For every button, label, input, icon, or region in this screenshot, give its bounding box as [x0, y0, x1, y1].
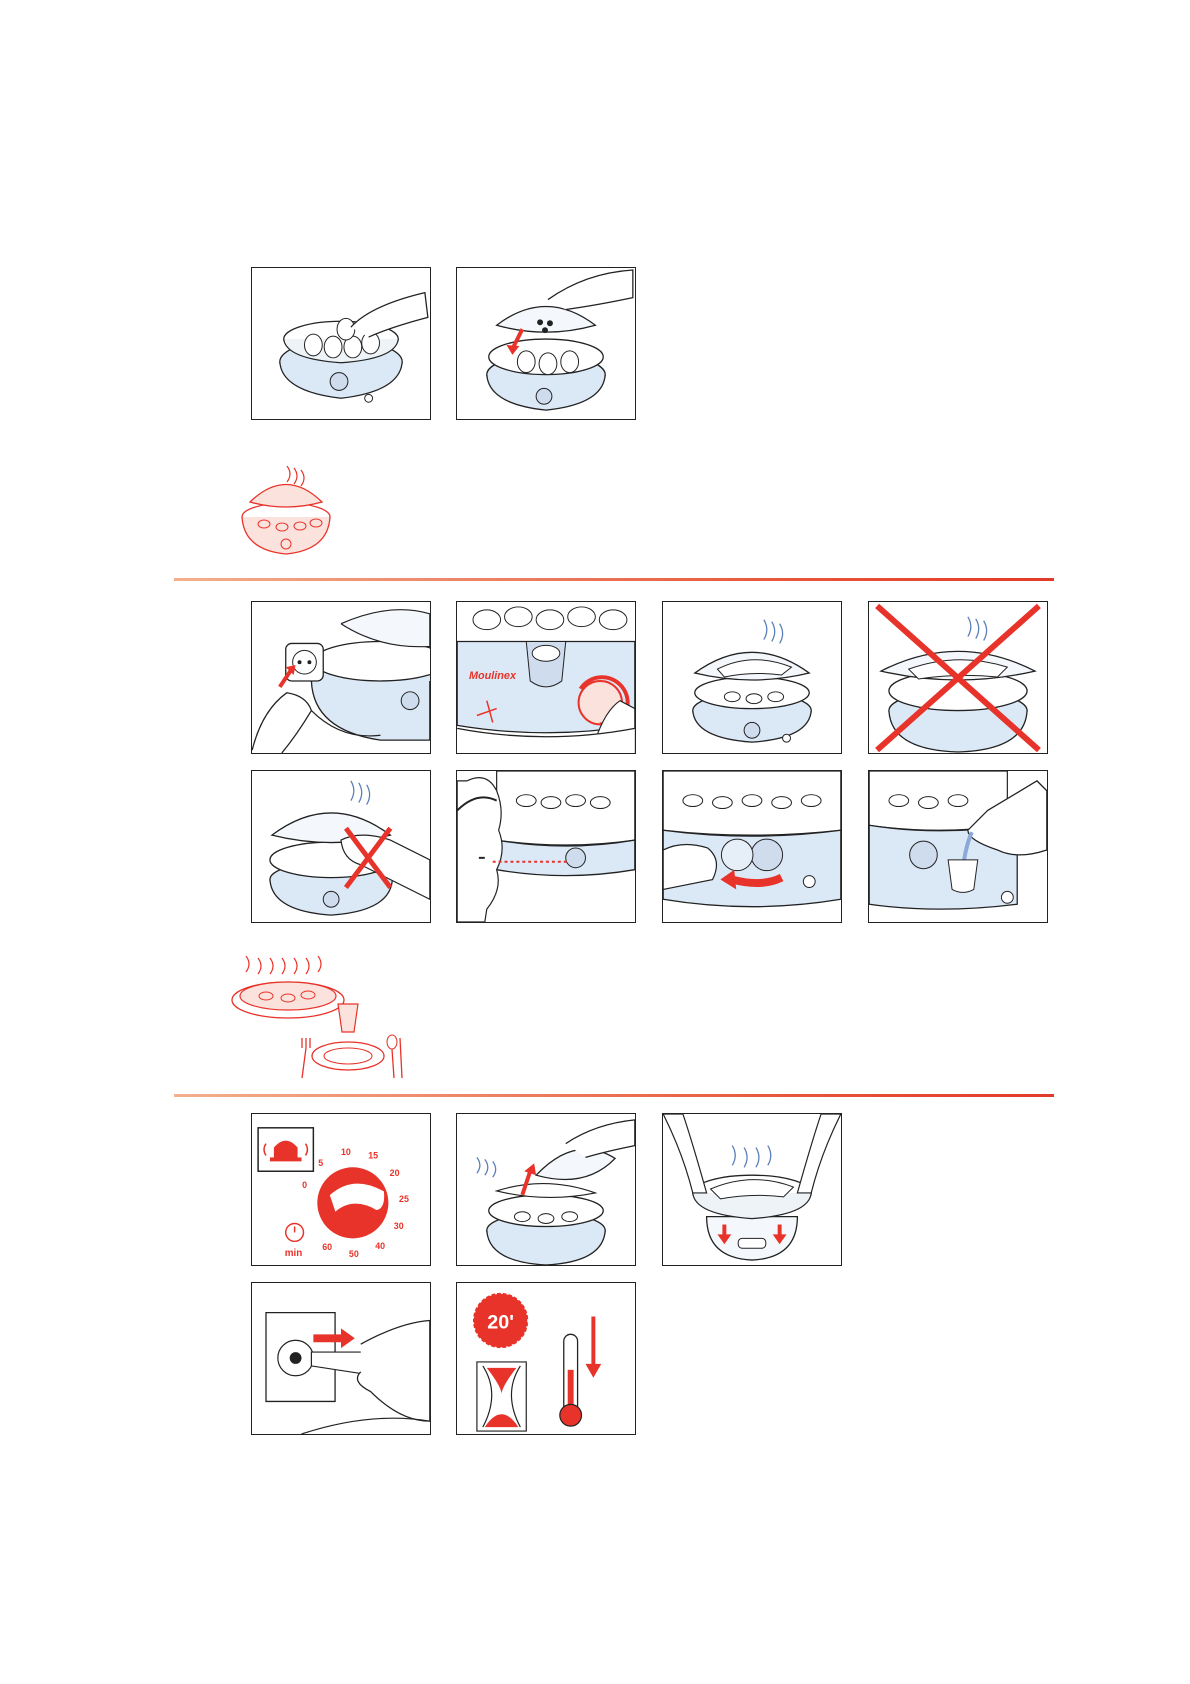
step-refill-water — [868, 770, 1048, 923]
step-remove-baskets — [662, 1113, 842, 1266]
step-check-water-level — [456, 770, 636, 923]
timer-mark: 50 — [349, 1249, 359, 1259]
step-lift-lid-after-cooking — [456, 1113, 636, 1266]
step-unplug — [251, 1282, 431, 1435]
section-divider-2 — [174, 1094, 1054, 1097]
step-cool-down-20min: 20' — [456, 1282, 636, 1435]
timer-mark: 15 — [368, 1151, 378, 1161]
step-do-not-lift-lid-warning — [868, 601, 1048, 754]
timer-mark: 60 — [322, 1242, 332, 1252]
brand-wordmark: Moulinex — [469, 670, 517, 682]
steamer-lid-illustration — [457, 268, 635, 419]
timer-mark: 5 — [318, 1158, 323, 1168]
timer-mark: 40 — [375, 1241, 385, 1251]
step-timer-dial: 0 5 10 15 20 25 30 40 50 60 min — [251, 1113, 431, 1266]
step-plug-in — [251, 601, 431, 754]
steamer-eggs-illustration — [252, 268, 430, 419]
step-steam-cooking — [662, 601, 842, 754]
timer-mark: 25 — [399, 1194, 409, 1204]
timer-unit-label: min — [285, 1248, 303, 1259]
timer-mark: 0 — [302, 1180, 307, 1190]
timer-mark: 20 — [390, 1168, 400, 1178]
section-icon-served-meal — [226, 952, 406, 1086]
step-place-eggs — [251, 267, 431, 420]
cooldown-badge-text: 20' — [487, 1311, 514, 1333]
step-set-timer: Moulinex — [456, 601, 636, 754]
section-divider-1 — [174, 578, 1054, 581]
step-hot-steam-warning — [251, 770, 431, 923]
timer-mark: 10 — [341, 1147, 351, 1157]
step-close-lid — [456, 267, 636, 420]
timer-mark: 30 — [394, 1221, 404, 1231]
step-remove-water-tank-cap — [662, 770, 842, 923]
section-icon-steamer — [232, 462, 340, 562]
